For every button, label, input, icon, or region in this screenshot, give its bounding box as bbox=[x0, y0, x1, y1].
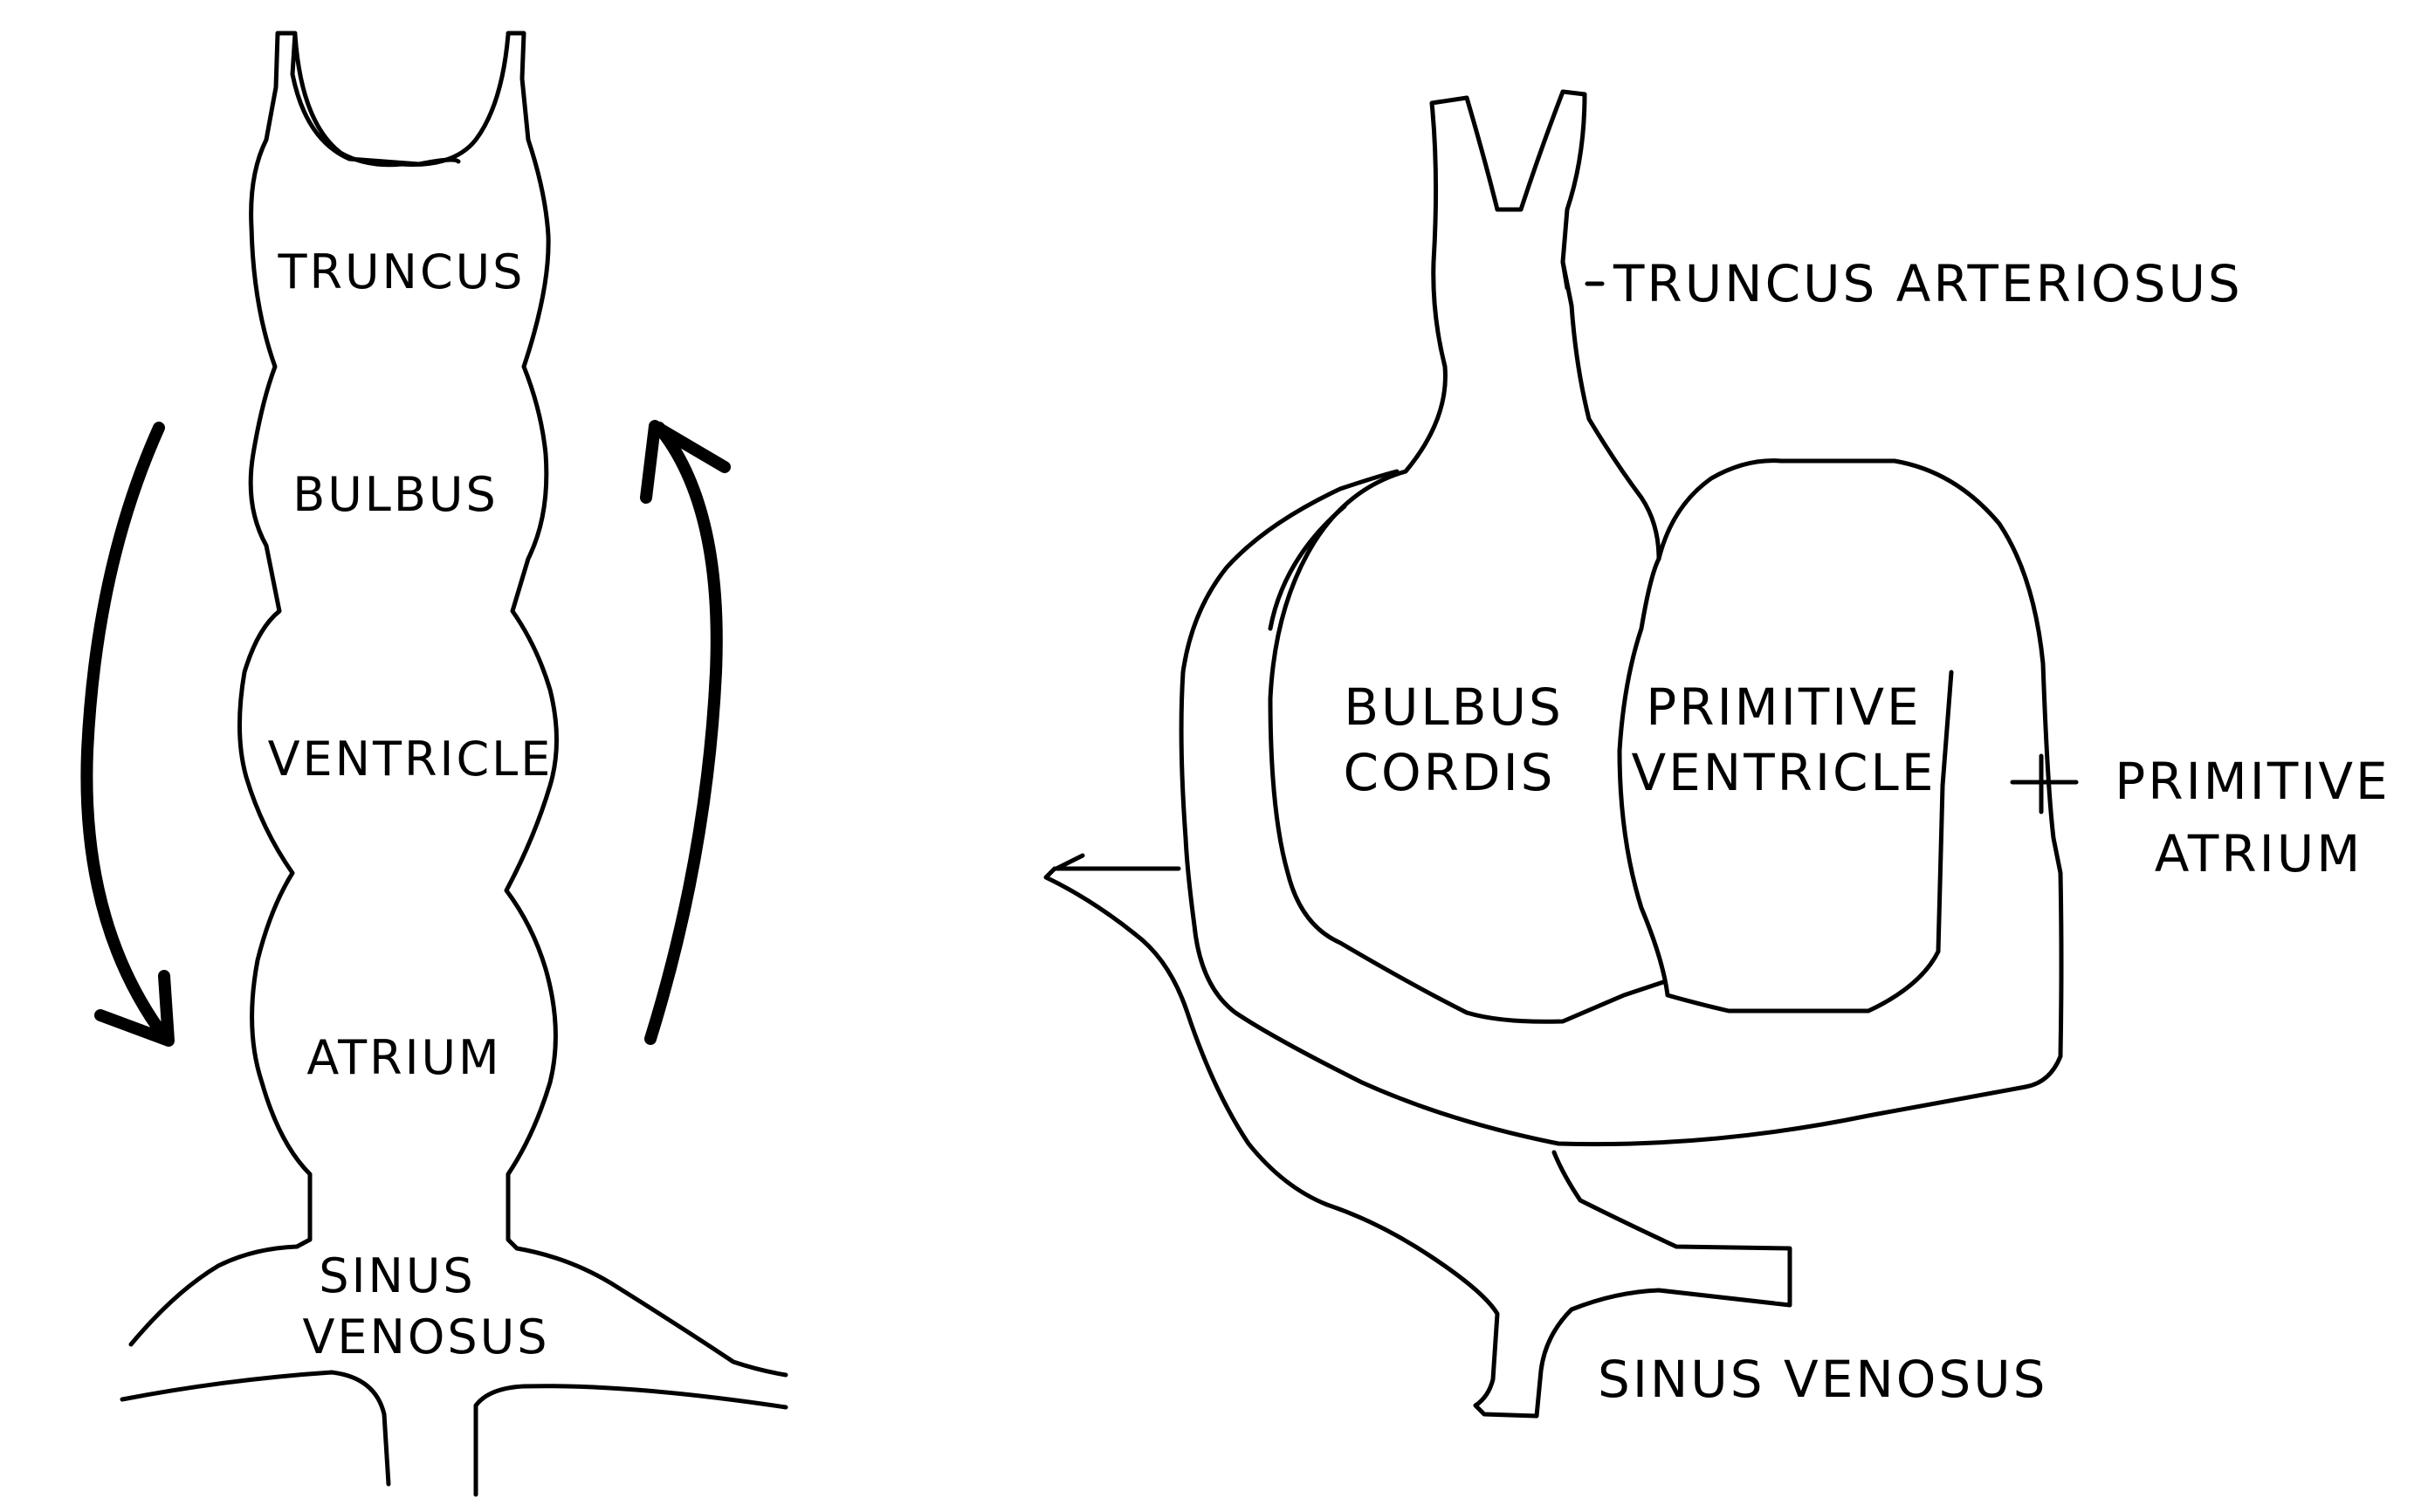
sinus-bottom-left-line bbox=[120, 1370, 391, 1487]
bulbus-cordis-outline bbox=[1268, 364, 1666, 1024]
left-downward-arrow bbox=[80, 422, 175, 1047]
straight-heart-tube: TRUNCUS BULBUS VENTRICLE ATRIUM SINUS VE… bbox=[80, 31, 788, 1497]
label-primitive-ventricle-line1: PRIMITIVE bbox=[1646, 677, 1921, 737]
sinus-right-flare bbox=[514, 1246, 788, 1378]
label-sinus: SINUS bbox=[319, 1248, 475, 1303]
inner-loop-outline bbox=[1268, 504, 1347, 631]
left-arrow-head bbox=[94, 970, 175, 1047]
primitive-ventricle-outline bbox=[1617, 556, 1954, 1014]
truncus-pointer-line bbox=[1560, 259, 1605, 291]
label-truncus: TRUNCUS bbox=[278, 244, 526, 299]
label-truncus-arteriosus: TRUNCUS ARTERIOSUS bbox=[1613, 254, 2243, 313]
label-primitive-atrium-line2: ATRIUM bbox=[2155, 824, 2363, 883]
primitive-atrium-outline bbox=[1179, 458, 2064, 1147]
looped-heart: TRUNCUS ARTERIOSUS BULBUS CORDIS PRIMITI… bbox=[1043, 89, 2390, 1419]
label-venosus: VENOSUS bbox=[302, 1309, 549, 1364]
label-ventricle: VENTRICLE bbox=[268, 732, 554, 787]
left-arrow-shaft bbox=[80, 422, 172, 1045]
label-primitive-ventricle-line2: VENTRICLE bbox=[1631, 743, 1936, 802]
sinus-venosus-arrow-tip bbox=[1054, 853, 1085, 871]
label-bulbus-cordis-line1: BULBUS bbox=[1344, 677, 1564, 737]
sinus-left-flare bbox=[128, 1244, 299, 1347]
sinus-bottom-right-line bbox=[473, 1384, 788, 1497]
label-atrium: ATRIUM bbox=[306, 1030, 501, 1085]
label-bulbus: BULBUS bbox=[292, 467, 499, 522]
tube-right-wall bbox=[504, 31, 559, 1251]
sinus-venosus-outline bbox=[1043, 866, 1792, 1419]
tube-top-cup bbox=[292, 32, 511, 168]
truncus-arteriosus-outline bbox=[1429, 89, 1661, 561]
right-upward-arrow bbox=[640, 420, 731, 1045]
label-bulbus-cordis-line2: CORDIS bbox=[1343, 743, 1555, 802]
label-primitive-atrium-line1: PRIMITIVE bbox=[2115, 752, 2390, 811]
atrium-pointer-line bbox=[2010, 753, 2079, 814]
label-sinus-venosus: SINUS VENOSUS bbox=[1598, 1350, 2047, 1409]
right-arrow-head bbox=[640, 420, 731, 504]
right-arrow-shaft bbox=[644, 422, 723, 1045]
